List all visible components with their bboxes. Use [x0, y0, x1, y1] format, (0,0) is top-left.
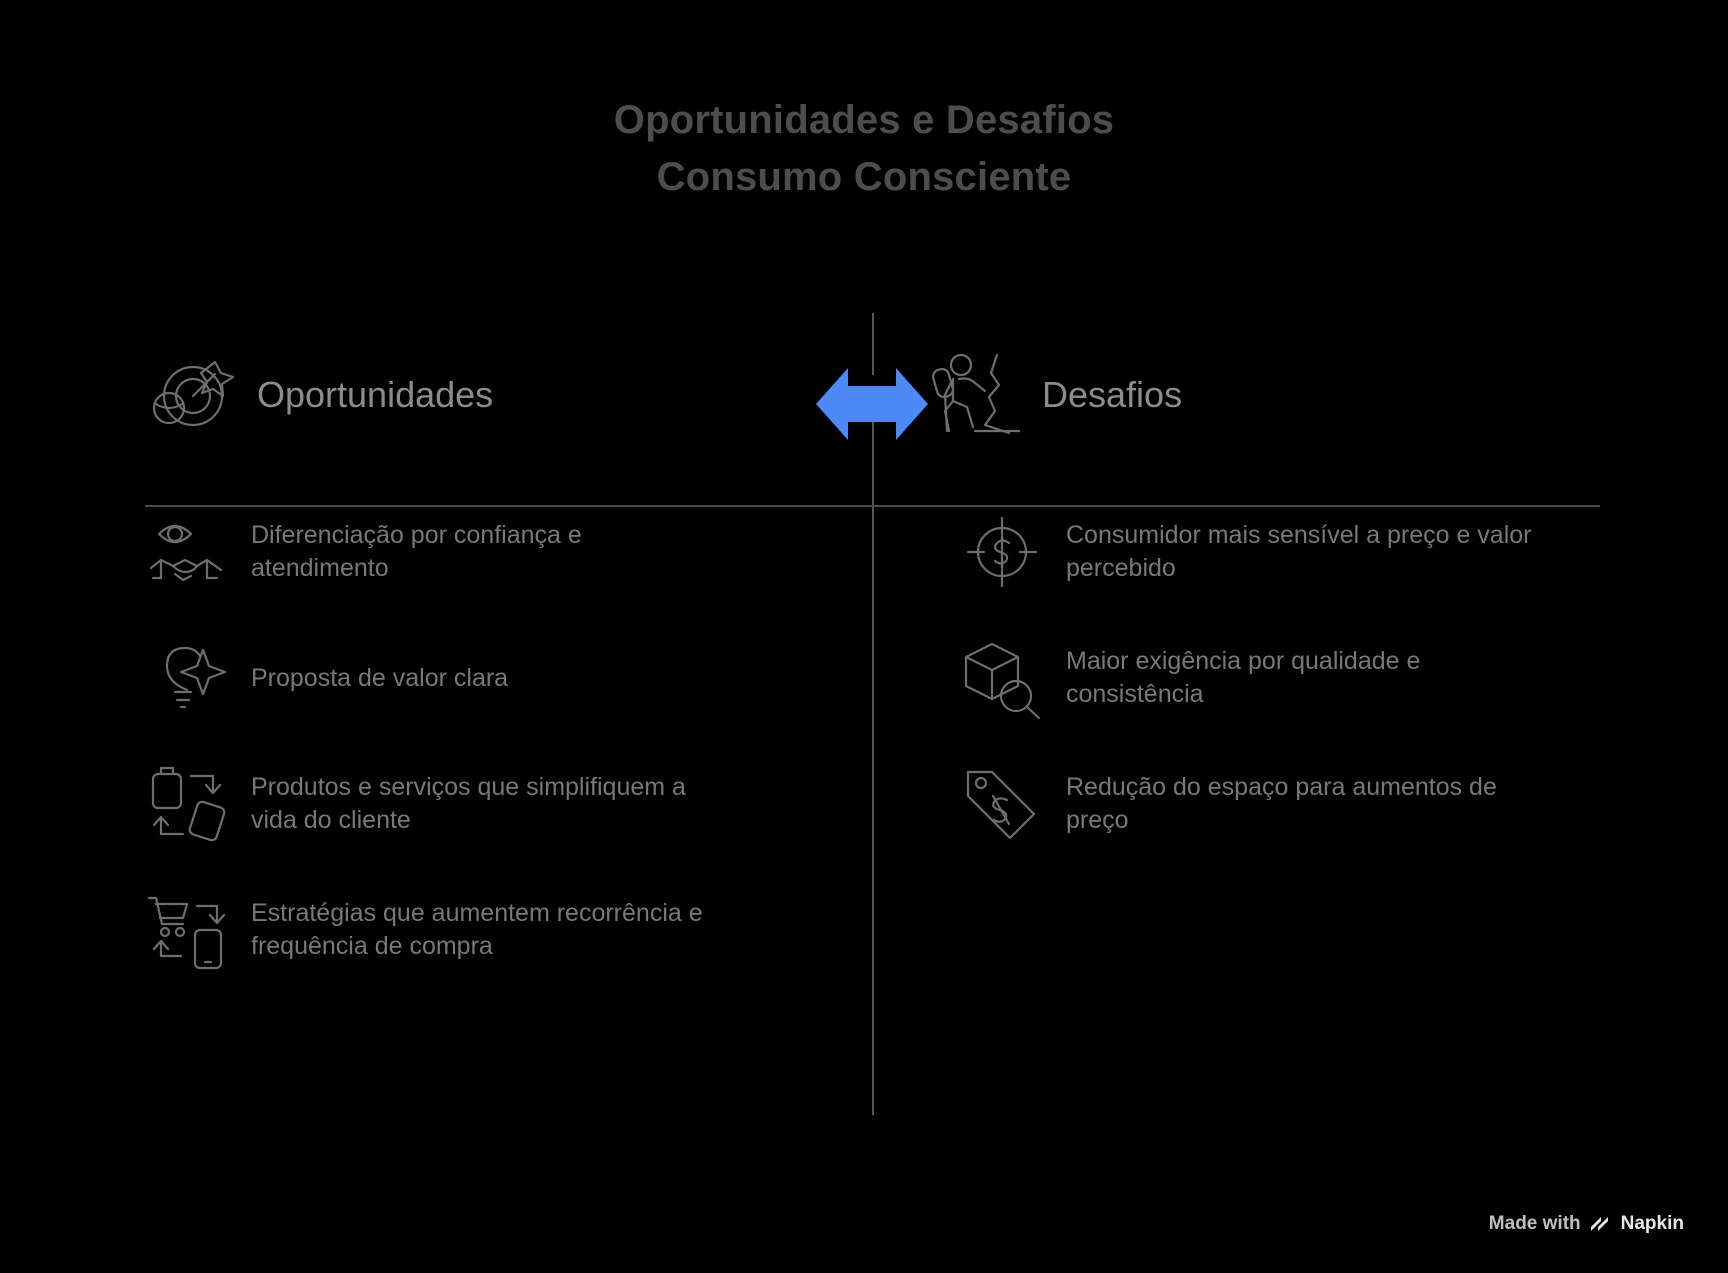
title-line-2: Consumo Consciente: [656, 154, 1072, 199]
left-column-header: Oportunidades: [145, 340, 845, 450]
list-item-text: Redução do espaço para aumentos de preço: [1066, 773, 1497, 834]
list-item-text: Consumidor mais sensível a preço e valor…: [1066, 521, 1532, 582]
napkin-brand-label: Napkin: [1620, 1213, 1684, 1234]
list-item: Diferenciação por confiança e atendiment…: [145, 510, 845, 594]
right-column: Desafios Consumidor mais sensível a preç…: [932, 340, 1600, 888]
page-title: Oportunidades e Desafios Consumo Conscie…: [0, 92, 1728, 206]
napkin-watermark: Made with Napkin: [1489, 1213, 1684, 1235]
climbing-person-icon: [930, 352, 1021, 438]
double-headed-arrow-icon: [816, 360, 928, 448]
dollar-crosshair-icon: [960, 510, 1044, 594]
price-tag-icon: [960, 762, 1044, 846]
list-item-text: Estratégias que aumentem recorrência e f…: [251, 899, 703, 960]
product-exchange-icon: [145, 762, 229, 846]
right-column-items: Consumidor mais sensível a preço e valor…: [960, 510, 1600, 846]
list-item-text: Diferenciação por confiança e atendiment…: [251, 521, 582, 582]
cart-mobile-recurrence-icon: [145, 888, 229, 972]
list-item: Estratégias que aumentem recorrência e f…: [145, 888, 845, 972]
left-column: Oportunidades Diferenciação por confianç…: [145, 340, 845, 1014]
list-item: Produtos e serviços que simplifiquem a v…: [145, 762, 845, 846]
list-item-text: Maior exigência por qualidade e consistê…: [1066, 647, 1421, 708]
center-divider-bottom: [872, 400, 874, 1115]
list-item: Maior exigência por qualidade e consistê…: [960, 636, 1600, 720]
napkin-logo-icon: [1590, 1214, 1612, 1234]
target-sparkle-icon: [145, 352, 235, 438]
center-divider-top: [872, 313, 874, 375]
list-item: Redução do espaço para aumentos de preço: [960, 762, 1600, 846]
eye-handshake-icon: [145, 510, 229, 594]
right-column-title: Desafios: [1042, 374, 1183, 415]
title-line-1: Oportunidades e Desafios: [613, 98, 1115, 142]
lightbulb-sparkle-icon: [145, 636, 229, 720]
made-with-label: Made with: [1488, 1213, 1581, 1234]
left-column-title: Oportunidades: [257, 374, 494, 415]
list-item-text: Produtos e serviços que simplifiquem a v…: [251, 773, 686, 834]
list-item: Consumidor mais sensível a preço e valor…: [960, 510, 1600, 594]
right-column-header: Desafios: [930, 340, 1600, 450]
list-item-text: Proposta de valor clara: [251, 663, 509, 692]
left-column-items: Diferenciação por confiança e atendiment…: [145, 510, 845, 972]
list-item: Proposta de valor clara: [145, 636, 845, 720]
header-rule: [145, 505, 1600, 507]
box-magnifier-icon: [960, 636, 1044, 720]
